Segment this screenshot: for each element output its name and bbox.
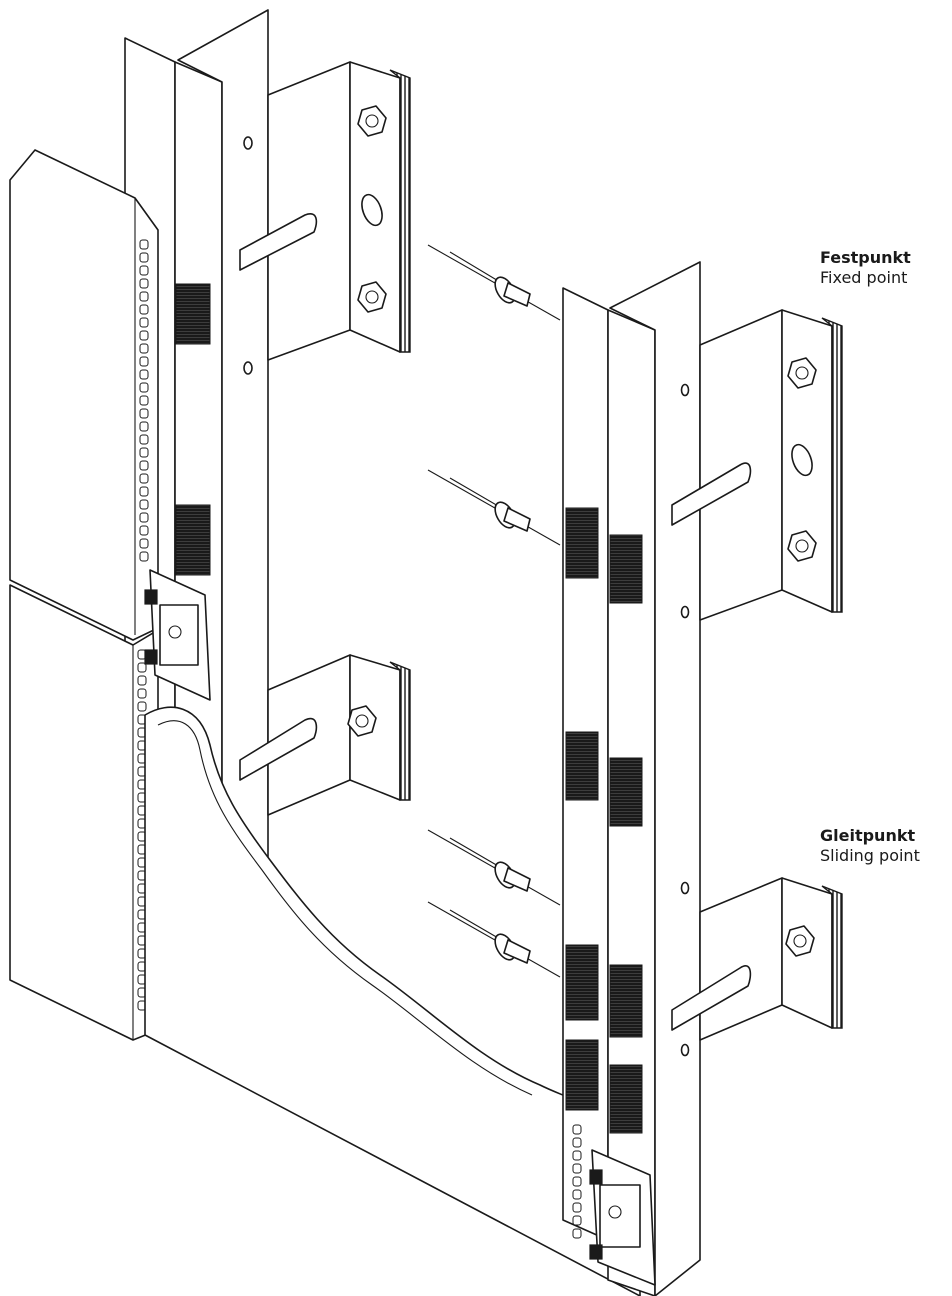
sliding-point-bracket bbox=[699, 877, 843, 1041]
perforation-hole bbox=[139, 330, 149, 341]
perforation-hole bbox=[572, 1228, 582, 1239]
fixed-point-bracket bbox=[699, 309, 843, 621]
sliding-point-label-en: Sliding point bbox=[820, 846, 920, 865]
perforation-hole bbox=[139, 278, 149, 289]
perforation-hole bbox=[139, 395, 149, 406]
rivet-hole-icon bbox=[680, 383, 690, 397]
perforation-hole bbox=[139, 265, 149, 276]
perforation-hole bbox=[139, 551, 149, 562]
adhesive-pad-icon bbox=[609, 964, 643, 1038]
perforation-hole bbox=[139, 460, 149, 471]
adhesive-pad-icon bbox=[175, 504, 211, 576]
perforation-hole bbox=[572, 1215, 582, 1226]
perforation-hole bbox=[139, 317, 149, 328]
perforation-hole bbox=[572, 1163, 582, 1174]
perforation-hole bbox=[572, 1189, 582, 1200]
panel-edge-perforation bbox=[139, 239, 149, 562]
perforation-hole bbox=[572, 1202, 582, 1213]
rivet-hole-icon bbox=[680, 881, 690, 895]
perforation-hole bbox=[572, 1150, 582, 1161]
left-clip-lower bbox=[239, 717, 318, 781]
perforation-hole bbox=[572, 1124, 582, 1135]
perforation-hole bbox=[137, 701, 147, 712]
perforation-hole bbox=[139, 434, 149, 445]
adhesive-pad-icon bbox=[175, 283, 211, 345]
perforation-hole bbox=[139, 499, 149, 510]
perforation-hole bbox=[139, 473, 149, 484]
perforation-hole bbox=[139, 291, 149, 302]
fixed-point-label: Festpunkt Fixed point bbox=[820, 248, 911, 288]
blind-rivet-3 bbox=[427, 829, 561, 906]
perforation-hole bbox=[137, 688, 147, 699]
perforation-hole bbox=[139, 356, 149, 367]
perforation-hole bbox=[139, 408, 149, 419]
slot-hole-icon bbox=[361, 193, 383, 227]
perforation-hole bbox=[139, 239, 149, 250]
right-clip-lower bbox=[671, 965, 752, 1031]
adhesive-pad-icon bbox=[609, 534, 643, 604]
fixed-point-label-en: Fixed point bbox=[820, 268, 908, 287]
right-clip-upper bbox=[671, 462, 752, 526]
adhesive-pad-icon bbox=[565, 507, 599, 579]
perforation-hole bbox=[137, 662, 147, 673]
panel-edge-perforation bbox=[137, 649, 147, 1011]
rivet-hole-icon bbox=[243, 361, 253, 375]
rivet-hole-icon bbox=[680, 1043, 690, 1057]
left-upper-bracket bbox=[267, 61, 411, 361]
slot-hole-icon bbox=[791, 443, 813, 477]
perforation-hole bbox=[139, 421, 149, 432]
panel-edge-perforation bbox=[572, 1124, 582, 1239]
fixed-point-label-de: Festpunkt bbox=[820, 248, 911, 267]
perforation-hole bbox=[572, 1176, 582, 1187]
perforation-hole bbox=[139, 369, 149, 380]
sliding-point-label-de: Gleitpunkt bbox=[820, 826, 916, 845]
hex-bolt-icon bbox=[357, 105, 387, 137]
adhesive-pad-icon bbox=[565, 731, 599, 801]
adhesive-pad-icon bbox=[609, 757, 643, 827]
perforation-hole bbox=[137, 675, 147, 686]
hex-bolt-icon bbox=[787, 530, 817, 562]
perforation-hole bbox=[139, 304, 149, 315]
perforation-hole bbox=[139, 525, 149, 536]
perforation-hole bbox=[139, 538, 149, 549]
rivet-hole-icon bbox=[680, 605, 690, 619]
agraffe-hanger-right bbox=[589, 1149, 656, 1286]
hex-bolt-icon bbox=[347, 705, 377, 737]
perforation-hole bbox=[139, 343, 149, 354]
adhesive-pad-icon bbox=[565, 1039, 599, 1111]
left-clip-upper bbox=[239, 213, 318, 271]
lower-facade-panel bbox=[9, 584, 159, 1041]
hex-bolt-icon bbox=[787, 357, 817, 389]
blind-rivet-2 bbox=[427, 469, 561, 546]
hex-bolt-icon bbox=[785, 925, 815, 957]
perforation-hole bbox=[139, 447, 149, 458]
adhesive-pad-icon bbox=[609, 1064, 643, 1134]
adhesive-pad-icon bbox=[565, 944, 599, 1021]
blind-rivet-4 bbox=[427, 901, 561, 978]
upper-facade-panel bbox=[9, 149, 159, 641]
perforation-hole bbox=[139, 252, 149, 263]
sliding-point-label: Gleitpunkt Sliding point bbox=[820, 826, 920, 866]
agraffe-hanger-left bbox=[144, 569, 211, 701]
hex-bolt-icon bbox=[357, 281, 387, 313]
perforation-hole bbox=[572, 1137, 582, 1148]
blind-rivet-1 bbox=[427, 244, 561, 321]
perforation-hole bbox=[139, 512, 149, 523]
perforation-hole bbox=[139, 382, 149, 393]
cut-edge-line bbox=[157, 720, 533, 1096]
cutaway-facade-panel bbox=[144, 706, 641, 1296]
perforation-hole bbox=[139, 486, 149, 497]
rivet-hole-icon bbox=[243, 136, 253, 150]
